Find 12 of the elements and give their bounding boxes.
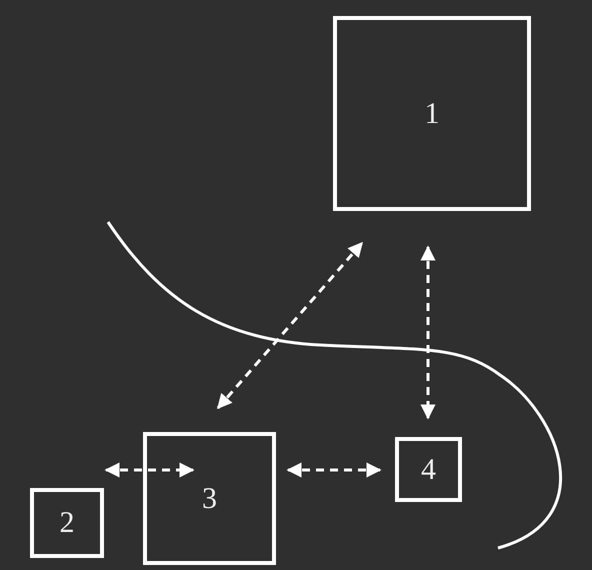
double-arrow [216,242,364,410]
box-number: 1 [424,96,440,130]
numbered-box [395,437,462,502]
numbered-box [30,488,104,558]
box-number: 3 [202,482,217,516]
double-arrow [286,462,382,478]
numbered-box [143,432,276,565]
double-arrow [420,246,436,420]
double-arrow [104,462,194,478]
box-number: 4 [421,452,436,486]
numbered-box [333,16,531,211]
box-number: 2 [60,506,74,540]
